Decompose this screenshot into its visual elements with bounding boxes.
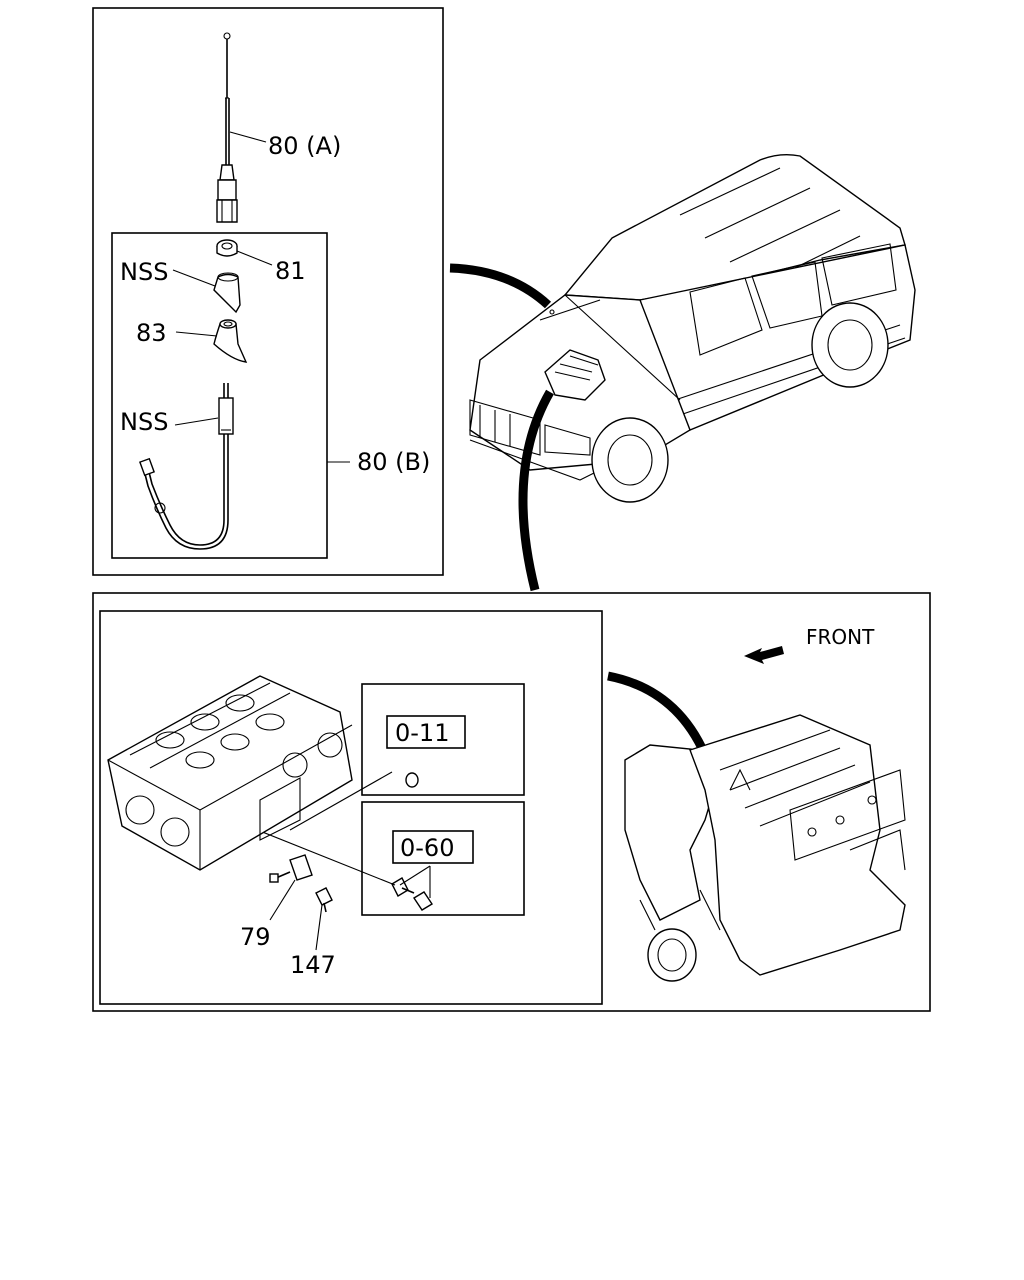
callout-antenna-nut: 81 xyxy=(275,257,306,285)
bolts-0-60 xyxy=(391,877,433,911)
sensor xyxy=(269,854,313,883)
callout-sensor: 79 xyxy=(240,923,271,951)
torque-box-bolts xyxy=(361,801,525,916)
leader-antenna-to-vehicle xyxy=(449,263,552,309)
engine-panel: 0-11 0-60 xyxy=(92,592,931,1012)
cylinder-head-box xyxy=(99,610,603,1005)
callout-antenna-base: 83 xyxy=(136,319,167,347)
leader-vehicle-to-engine xyxy=(518,389,554,592)
antenna-bezel xyxy=(213,272,241,314)
callout-antenna-mast: 80 (A) xyxy=(268,132,341,160)
vehicle-illustration xyxy=(469,153,916,503)
antenna-nut xyxy=(216,239,238,257)
bolt xyxy=(315,887,333,913)
callout-antenna-bezel-nss: NSS xyxy=(120,258,168,286)
callout-bolt: 147 xyxy=(290,951,336,979)
antenna-base xyxy=(213,319,248,363)
antenna-panel: 80 (A) 81 NSS 83 NSS 80 (B) xyxy=(92,7,444,576)
callout-antenna-cable-nss: NSS xyxy=(120,408,168,436)
antenna-cable xyxy=(139,383,234,550)
torque-box-plug xyxy=(361,683,525,796)
torque-value-bolts: 0-60 xyxy=(400,834,454,862)
antenna-mast xyxy=(216,32,238,223)
plug xyxy=(405,772,419,788)
front-indicator: FRONT xyxy=(744,625,875,664)
antenna-subassembly-box xyxy=(111,232,328,559)
front-arrow-icon xyxy=(744,646,784,664)
torque-value-plug: 0-11 xyxy=(395,719,449,747)
callout-antenna-assembly: 80 (B) xyxy=(357,448,430,476)
engine xyxy=(624,714,906,982)
front-label: FRONT xyxy=(806,625,875,649)
cylinder-head xyxy=(107,675,353,871)
